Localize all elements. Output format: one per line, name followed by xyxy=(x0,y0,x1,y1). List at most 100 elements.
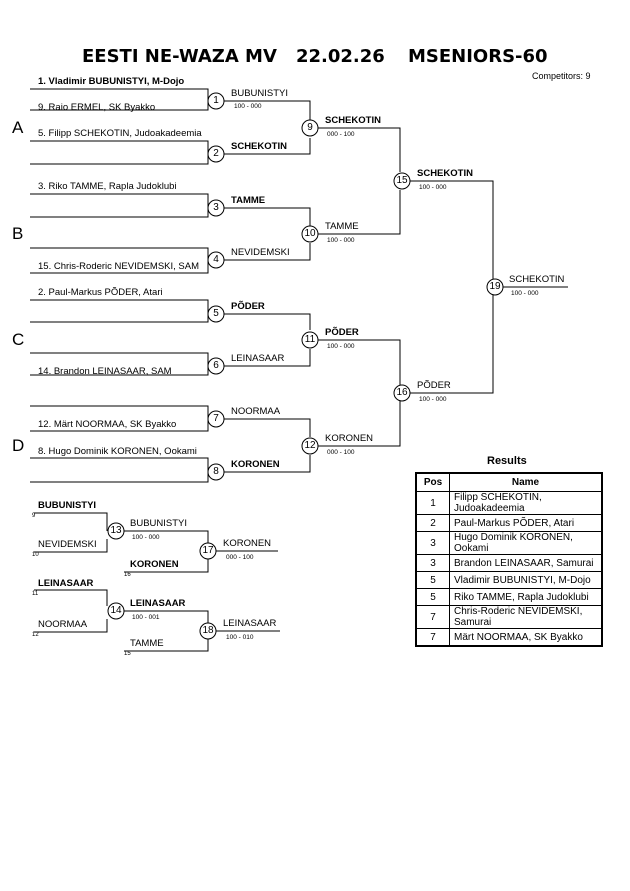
final-score: 100 - 000 xyxy=(511,290,539,297)
result-name: Märt NOORMAA, SK Byakko xyxy=(449,628,603,647)
event-title: EESTI NE-WAZA MV xyxy=(82,46,277,67)
match-winner: SCHEKOTIN xyxy=(325,115,381,126)
entrant-name: 5. Filipp SCHEKOTIN, Judoakadeemia xyxy=(38,128,202,139)
pool-label-a: A xyxy=(12,118,24,137)
repechage-entrant: KORONEN xyxy=(130,559,179,570)
match-score: 100 - 010 xyxy=(226,634,254,641)
source-match-ref: 16 xyxy=(124,572,131,578)
pool-label-b: B xyxy=(12,224,24,243)
match-score: 000 - 100 xyxy=(327,449,355,456)
match-score: 100 - 000 xyxy=(132,534,160,541)
match-winner: PÕDER xyxy=(325,327,359,338)
match-number: 1 xyxy=(213,95,219,106)
match-number: 12 xyxy=(304,440,316,451)
match-winner: NEVIDEMSKI xyxy=(231,247,290,258)
entrant-name: 2. Paul-Markus PÕDER, Atari xyxy=(38,287,163,298)
result-name: Paul-Markus PÕDER, Atari xyxy=(449,514,603,532)
match-winner: PÕDER xyxy=(417,380,451,391)
match-winner: SCHEKOTIN xyxy=(417,168,473,179)
result-name: Filipp SCHEKOTIN, Judoakadeemia xyxy=(449,491,603,515)
match-number: 13 xyxy=(110,525,122,536)
source-match-ref: 12 xyxy=(32,632,39,638)
match-number: 16 xyxy=(396,387,408,398)
match-winner: LEINASAAR xyxy=(223,618,277,629)
result-name: Hugo Dominik KORONEN, Ookami xyxy=(449,531,603,555)
pool-label-c: C xyxy=(12,330,25,349)
source-match-ref: 11 xyxy=(32,591,39,597)
match-number: 14 xyxy=(110,605,122,616)
match-number: 10 xyxy=(304,228,316,239)
match-number: 4 xyxy=(213,254,219,265)
results-title: Results xyxy=(487,455,527,467)
match-score: 100 - 000 xyxy=(234,103,262,110)
match-number: 7 xyxy=(213,413,219,424)
pool-label-d: D xyxy=(12,436,25,455)
match-number: 3 xyxy=(213,202,219,213)
result-pos: 7 xyxy=(415,628,450,647)
entrant-name: 3. Riko TAMME, Rapla Judoklubi xyxy=(38,181,177,192)
match-score: 100 - 000 xyxy=(419,184,447,191)
match-number: 2 xyxy=(213,148,219,159)
result-name: Brandon LEINASAAR, Samurai xyxy=(449,554,603,572)
entrant-name: 12. Märt NOORMAA, SK Byakko xyxy=(38,419,177,430)
match-winner: TAMME xyxy=(325,221,359,232)
result-name: Vladimir BUBUNISTYI, M-Dojo xyxy=(449,571,603,589)
result-name: Riko TAMME, Rapla Judoklubi xyxy=(449,588,603,606)
event-date: 22.02.26 xyxy=(296,46,385,67)
entrant-name: 8. Hugo Dominik KORONEN, Ookami xyxy=(38,446,197,457)
entrant-name: 15. Chris-Roderic NEVIDEMSKI, SAM xyxy=(38,261,200,272)
match-number: 18 xyxy=(202,625,214,636)
repechage-entrant: NOORMAA xyxy=(38,619,88,630)
repechage-entrant: TAMME xyxy=(130,638,164,649)
result-pos: 3 xyxy=(415,554,450,572)
match-number: 9 xyxy=(307,122,313,133)
match-score: 100 - 000 xyxy=(419,396,447,403)
match-winner: NOORMAA xyxy=(231,406,281,417)
result-pos: 5 xyxy=(415,588,450,606)
result-pos: 3 xyxy=(415,531,450,555)
match-winner: LEINASAAR xyxy=(231,353,285,364)
final-winner: SCHEKOTIN xyxy=(509,274,565,285)
match-number: 19 xyxy=(489,281,501,292)
match-winner: TAMME xyxy=(231,195,266,206)
result-pos: 2 xyxy=(415,514,450,532)
match-number: 11 xyxy=(304,334,316,345)
match-score: 000 - 100 xyxy=(327,131,355,138)
result-pos: 1 xyxy=(415,491,450,515)
category-title: MSENIORS-60 xyxy=(408,46,548,67)
source-match-ref: 9 xyxy=(32,513,36,519)
results-header-pos: Pos xyxy=(415,472,450,492)
match-winner: KORONEN xyxy=(325,433,374,444)
match-number: 6 xyxy=(213,360,219,371)
match-winner: KORONEN xyxy=(231,459,280,470)
entrant-name: 1. Vladimir BUBUNISTYI, M-Dojo xyxy=(38,76,185,87)
entrant-name: 9. Raio ERMEL, SK Byakko xyxy=(38,102,156,113)
result-pos: 5 xyxy=(415,571,450,589)
result-pos: 7 xyxy=(415,605,450,629)
source-match-ref: 15 xyxy=(124,651,131,657)
match-winner: PÕDER xyxy=(231,301,265,312)
match-score: 100 - 000 xyxy=(327,343,355,350)
results-header-name: Name xyxy=(449,472,603,492)
match-winner: BUBUNISTYI xyxy=(231,88,289,99)
repechage-entrant: BUBUNISTYI xyxy=(38,500,97,511)
competitor-count: Competitors: 9 xyxy=(532,71,591,81)
match-winner: BUBUNISTYI xyxy=(130,518,188,529)
match-winner: SCHEKOTIN xyxy=(231,141,287,152)
entrant-name: 14. Brandon LEINASAAR, SAM xyxy=(38,366,172,377)
match-number: 17 xyxy=(202,545,214,556)
repechage-entrant: LEINASAAR xyxy=(38,578,94,589)
match-winner: LEINASAAR xyxy=(130,598,186,609)
match-score: 000 - 100 xyxy=(226,554,254,561)
match-number: 15 xyxy=(396,175,408,186)
match-score: 100 - 001 xyxy=(132,614,160,621)
match-number: 5 xyxy=(213,308,219,319)
